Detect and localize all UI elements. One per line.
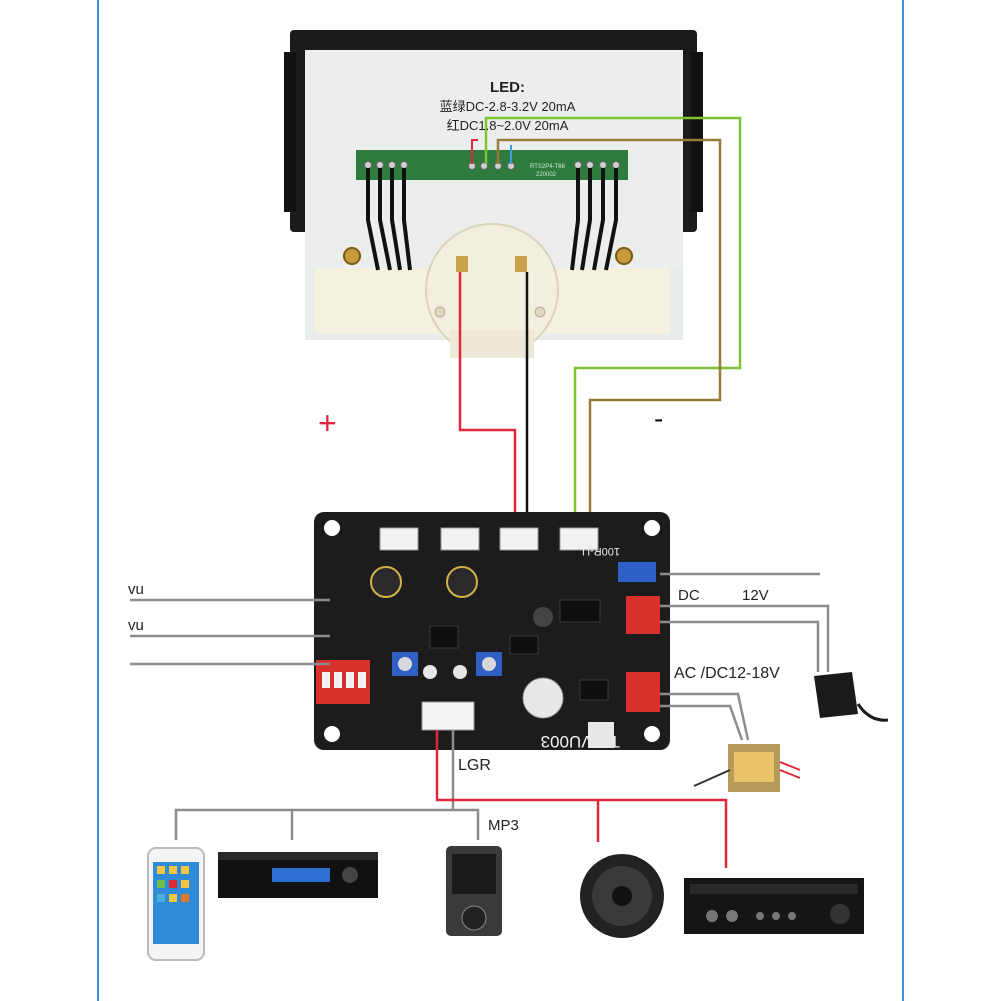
connector-lgr — [421, 701, 475, 731]
cd-player — [218, 852, 378, 898]
wire-red-plus — [458, 272, 517, 530]
speaker — [580, 854, 664, 938]
screw-right — [615, 247, 633, 265]
power-adapter — [814, 672, 889, 722]
svg-text:220002: 220002 — [536, 172, 557, 178]
capacitor-1 — [370, 566, 402, 598]
wire-dc-12v-b — [660, 620, 820, 672]
capacitor-2 — [446, 566, 478, 598]
led-lead-red — [471, 139, 478, 164]
led-spec-line2: 红DC1.8~2.0V 20mA — [446, 118, 569, 133]
wire-ac — [660, 692, 750, 741]
connector-vu2 — [379, 527, 419, 551]
terminal-dc — [626, 596, 660, 634]
label-dc-voltage: 12V — [742, 587, 769, 604]
connector-12v-a — [440, 527, 480, 551]
phone — [147, 847, 205, 961]
wire-lgr-gray — [174, 730, 455, 840]
transformer — [693, 744, 801, 792]
capacitor-3 — [522, 677, 564, 719]
label-mp3: MP3 — [488, 817, 519, 834]
label-ac: AC /DC12-18V — [674, 665, 780, 682]
wire-brown — [496, 138, 722, 520]
amplifier — [684, 878, 864, 934]
wire-dc-12v — [660, 604, 830, 672]
label-dc: DC — [678, 587, 700, 604]
connector-vu1 — [499, 527, 539, 551]
led-spec-line1: 蓝绿DC-2.8-3.2V 20mA — [439, 99, 576, 114]
mp3-player — [446, 846, 502, 936]
label-lgr: LGR — [458, 757, 491, 774]
trimmer-3 — [618, 562, 656, 582]
screw-left — [343, 247, 361, 265]
plus-mark: + — [318, 405, 337, 441]
wire-lgr-red — [435, 730, 728, 868]
minus-mark: - — [654, 403, 663, 434]
vu-meter: RTS2P4-T66 220002 — [284, 30, 703, 358]
led-title: LED: — [490, 79, 525, 96]
svg-text:100R-U: 100R-U — [582, 545, 620, 557]
label-vu1: vu — [128, 581, 144, 598]
vu-driver-board: 100R-U TS-VU003 — [314, 512, 670, 751]
wire-green — [484, 116, 742, 520]
led-spec-box: LED: 蓝绿DC-2.8-3.2V 20mA 红DC1.8~2.0V 20mA — [425, 78, 590, 135]
wire-ac-b — [660, 704, 744, 741]
terminal-ac — [626, 672, 660, 712]
label-vu2: vu — [128, 617, 144, 634]
connector-12v-b — [559, 527, 599, 551]
svg-text:RTS2P4-T66: RTS2P4-T66 — [530, 164, 566, 170]
